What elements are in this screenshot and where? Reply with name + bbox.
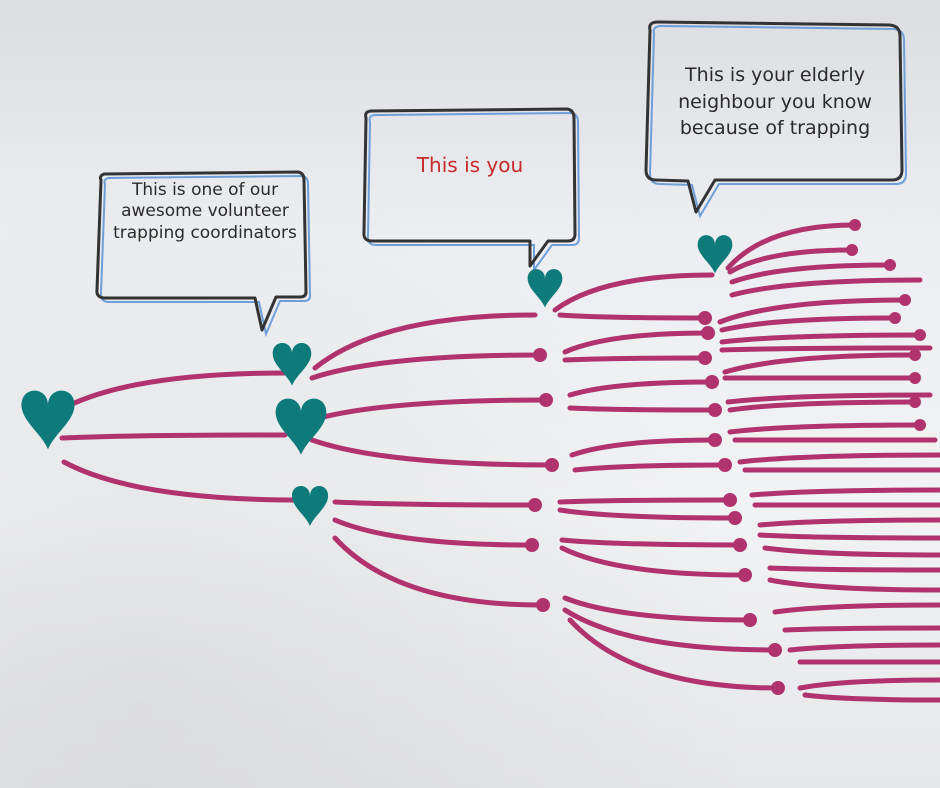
connection-line — [309, 397, 548, 423]
connection-line — [719, 315, 898, 333]
connection-line — [772, 602, 940, 615]
node-dot — [884, 259, 896, 271]
node-dot — [708, 403, 722, 417]
connection-line — [332, 517, 533, 548]
node-dot — [528, 498, 542, 512]
connection-line — [312, 312, 538, 371]
node-dot — [771, 681, 785, 695]
heart-icon — [275, 398, 327, 455]
node-dot — [889, 312, 901, 324]
heart-nodes — [21, 235, 733, 526]
node-dot — [728, 511, 742, 525]
connection-line — [717, 297, 908, 325]
node-dot — [539, 393, 553, 407]
connection-line — [567, 379, 715, 398]
connection-line — [557, 312, 708, 321]
connection-line — [309, 352, 543, 381]
connection-line — [562, 330, 711, 355]
connection-line — [782, 625, 940, 633]
connection-line — [767, 577, 940, 593]
node-dot — [849, 219, 861, 231]
node-dot — [738, 568, 752, 582]
node-dot — [705, 375, 719, 389]
connection-line — [567, 405, 718, 413]
node-dot — [733, 538, 747, 552]
node-dot — [909, 396, 921, 408]
connection-line — [762, 545, 940, 558]
connection-line — [757, 517, 940, 528]
connection-line — [725, 392, 933, 405]
connection-line — [309, 437, 555, 468]
connection-line — [719, 332, 923, 345]
node-dot — [698, 351, 712, 365]
node-dots — [525, 219, 926, 695]
heart-icon — [272, 342, 312, 386]
node-dot — [743, 613, 757, 627]
node-dot — [899, 294, 911, 306]
connection-line — [557, 507, 738, 521]
bubble-coordinator-text: This is one of our awesome volunteer tra… — [113, 180, 297, 243]
node-dot — [846, 244, 858, 256]
bubble-neighbour — [644, 20, 908, 219]
connection-line — [562, 595, 753, 623]
connection-line — [559, 537, 743, 548]
node-dot — [708, 433, 722, 447]
heart-icon — [21, 390, 75, 450]
connection-line — [61, 459, 303, 503]
connection-line — [725, 222, 858, 271]
connection-line — [57, 370, 288, 413]
connection-line — [727, 247, 855, 275]
connection-line — [737, 452, 940, 465]
node-dot — [718, 458, 732, 472]
connection-line — [729, 277, 923, 298]
node-dot — [545, 458, 559, 472]
node-dot — [914, 329, 926, 341]
connection-line — [802, 692, 940, 703]
connection-line — [727, 399, 918, 413]
node-dot — [698, 311, 712, 325]
bubble-you-text: This is you — [416, 153, 524, 177]
connection-line — [562, 607, 778, 653]
bubble-you — [362, 107, 581, 274]
connection-line — [559, 545, 748, 578]
node-dot — [723, 493, 737, 507]
connection-line — [767, 565, 940, 573]
connection-line — [572, 462, 728, 473]
heart-icon — [527, 269, 563, 308]
node-dot — [914, 419, 926, 431]
node-dot — [536, 598, 550, 612]
connection-line — [332, 535, 543, 608]
connection-line — [562, 355, 708, 363]
bubble-coordinator — [95, 170, 312, 338]
connection-line — [749, 487, 940, 498]
connection-line — [557, 497, 733, 505]
connection-line — [552, 272, 715, 313]
connection-line — [332, 499, 538, 508]
connection-line — [722, 352, 918, 375]
node-dot — [768, 643, 782, 657]
heart-icon — [697, 235, 733, 274]
node-dot — [533, 348, 547, 362]
connection-lines — [57, 222, 940, 703]
connection-line — [719, 345, 933, 353]
connection-line — [567, 617, 781, 691]
heart-icon — [291, 486, 329, 526]
connection-line — [757, 532, 940, 541]
node-dot — [701, 326, 715, 340]
node-dot — [525, 538, 539, 552]
node-dot — [909, 349, 921, 361]
connection-line — [729, 262, 893, 285]
connection-line — [797, 677, 940, 691]
connection-line — [787, 642, 940, 653]
connection-line — [59, 432, 288, 441]
node-dot — [909, 372, 921, 384]
connection-line — [569, 437, 718, 458]
connection-line — [727, 422, 923, 435]
bubble-neighbour-text: This is your elderly neighbour you know … — [678, 64, 872, 140]
